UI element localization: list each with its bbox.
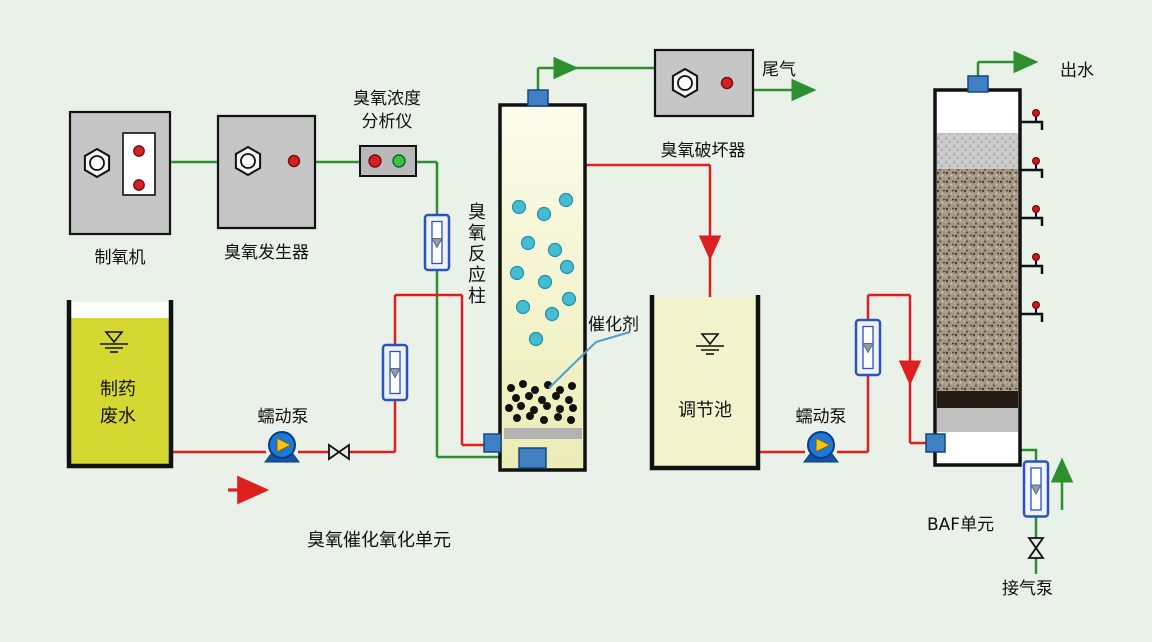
nut-icon (83, 148, 111, 178)
feed-flowmeter (381, 343, 409, 402)
ozone-gas-line (170, 50, 1074, 574)
catalyst-bed (505, 380, 577, 424)
unit-caption: 臭氧催化氧化单元 (307, 530, 451, 551)
ozone-reaction-column (483, 89, 631, 472)
red-indicator (368, 154, 382, 168)
regulating-tank-label: 调节池 (678, 400, 732, 421)
green-indicator (392, 154, 406, 168)
tap-icon (1018, 156, 1044, 180)
oxygen-generator (68, 110, 172, 236)
sampling-taps (1018, 108, 1044, 324)
regulating-tank (649, 295, 761, 471)
indicator-light (720, 76, 734, 90)
reaction-column-label: 臭氧反应柱 (465, 202, 486, 307)
catalyst-label: 催化剂 (588, 315, 639, 335)
tap-icon (1018, 252, 1044, 276)
ozone-analyzer (359, 145, 417, 177)
gas-flowmeter (423, 213, 451, 272)
baf-inlet-port (925, 433, 946, 453)
pump-right-label: 蠕动泵 (795, 407, 847, 427)
column-top-port (527, 89, 549, 107)
baf-unit-label: BAF单元 (927, 515, 995, 535)
tap-icon (1018, 204, 1044, 228)
wastewater-label: 制药 废水 (68, 376, 168, 430)
air-flowmeter (1022, 460, 1050, 518)
ozone-destructor (653, 48, 755, 118)
baf-column (925, 75, 1044, 467)
wastewater-line (173, 163, 928, 505)
valve-icon (1028, 537, 1044, 559)
catalyst-pointer-line (548, 331, 631, 389)
air-pump-label: 接气泵 (1002, 579, 1053, 599)
analyzer-label: 臭氧浓度 分析仪 (330, 88, 444, 134)
column-inlet-port (483, 433, 502, 453)
ozone-generator-label: 臭氧发生器 (224, 243, 309, 263)
wastewater-label-line1: 制药 (100, 379, 136, 400)
tap-icon (1018, 300, 1044, 324)
tap-icon (1018, 108, 1044, 132)
indicator-light (133, 145, 145, 157)
effluent-label: 出水 (1060, 61, 1094, 81)
pump-left-label: 蠕动泵 (257, 407, 309, 427)
support-layer (937, 408, 1018, 432)
transfer-flowmeter (854, 318, 882, 377)
indicator-light (133, 179, 145, 191)
support-plate (504, 428, 582, 439)
column-bottom-port (518, 447, 547, 469)
analyzer-label-line2: 分析仪 (361, 112, 413, 132)
nut-icon (671, 68, 699, 98)
indicator-light (287, 154, 301, 168)
filter-media (937, 169, 1018, 391)
ozone-bubbles (509, 192, 577, 347)
dark-layer (937, 391, 1018, 408)
tail-gas-label: 尾气 (762, 60, 796, 80)
baf-top-port (967, 75, 989, 93)
peristaltic-pump-right (803, 431, 839, 463)
ozone-destructor-label: 臭氧破坏器 (660, 141, 746, 161)
wastewater-tank (66, 300, 174, 469)
valve-icon (328, 444, 350, 460)
nut-icon (234, 146, 262, 176)
oxygen-generator-label: 制氧机 (94, 248, 146, 268)
wastewater-label-line2: 废水 (100, 406, 136, 427)
gravel-layer (937, 133, 1018, 169)
peristaltic-pump-left (264, 431, 300, 463)
analyzer-label-line1: 臭氧浓度 (353, 89, 421, 109)
ozone-generator (216, 114, 317, 230)
